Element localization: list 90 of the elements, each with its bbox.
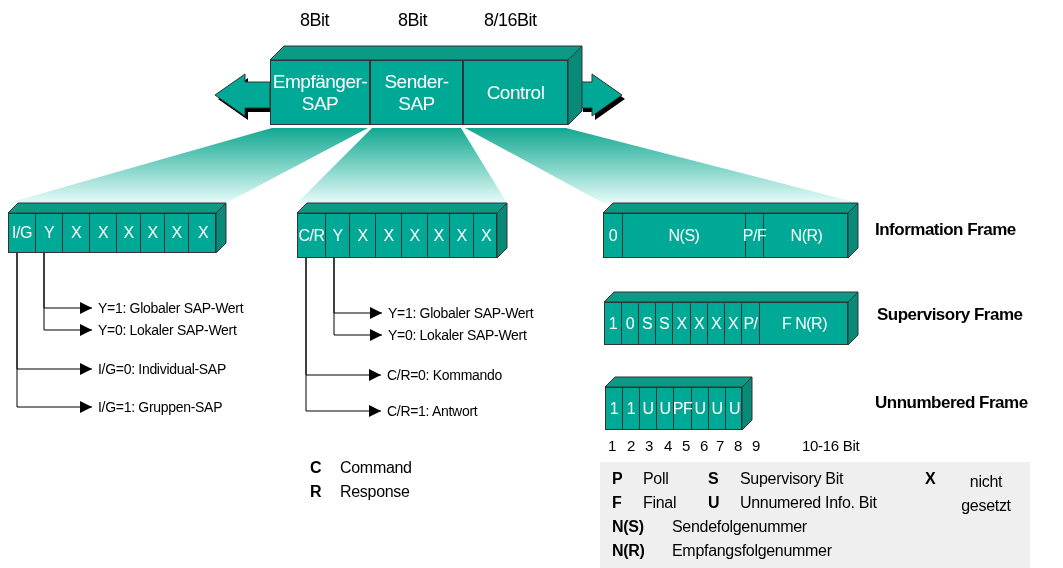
bit-field-cell: U [709,388,726,429]
bit-number: 9 [752,437,761,454]
bit-field-cell: X [691,303,708,344]
bit-number: 4 [664,437,673,454]
bit-field-cell: I/G [9,214,36,252]
legend-text: Empfangsfolgenummer [672,542,832,560]
bit-number: 5 [682,437,691,454]
leader-arrow [16,251,93,413]
legend-key: S [708,470,719,488]
header-field: Control [463,60,568,125]
legend-text: Command [340,459,412,477]
frame-bar [604,302,848,345]
bit-field-cell: X [189,214,217,252]
bit-field-cell: U [692,388,709,429]
bit-value-note: I/G=0: Individual-SAP [98,361,226,377]
frame-type-label: Supervisory Frame [877,305,1023,325]
bit-field-cell: X [474,214,498,257]
bit-field-cell: Y [36,214,63,252]
bit-number: 2 [627,437,636,454]
legend-key: C [310,459,322,477]
legend-key: P [612,470,623,488]
bit-field-cell: U [657,388,674,429]
bit-field-cell: X [450,214,474,257]
bit-value-note: Y=1: Globaler SAP-Wert [98,300,244,316]
bit-field-cell: 0 [622,303,639,344]
bit-field-cell: 1 [606,388,623,429]
bit-field-cell: F N(R) [760,303,849,344]
bit-field-cell: X [117,214,141,252]
bit-width-label: 8/16Bit [484,10,537,31]
legend-text: Sendefolgenummer [672,518,807,536]
legend-key: N(R) [612,542,645,560]
bit-width-label: 8Bit [300,10,330,31]
frame-bar [605,387,742,430]
bit-field-cell: 0 [604,214,623,257]
frame-type-label: Information Frame [875,220,1016,240]
bit-field-cell: U [726,388,743,429]
bit-value-note: C/R=1: Antwort [387,403,478,419]
bit-value-note: C/R=0: Kommando [387,367,502,383]
bit-field-cell: P/F [746,214,764,257]
header-field: Empfänger- SAP [270,60,370,125]
legend-key: R [310,483,322,501]
bit-field-cell: X [63,214,90,252]
bit-field-cell: X [402,214,428,257]
frame-bar [603,213,848,258]
bit-field-cell: X [376,214,402,257]
legend-key: X [925,470,936,488]
bit-field-cell: 1 [605,303,622,344]
bit-number: 1 [608,437,617,454]
bit-value-note: Y=0: Lokaler SAP-Wert [388,327,527,343]
bit-field-cell: X [725,303,742,344]
bit-number: 8 [734,437,743,454]
bit-field-cell: C/R [298,214,326,257]
header-field: Sender- SAP [370,60,463,125]
bit-field-cell: U [640,388,657,429]
bit-field-cell: X [165,214,189,252]
bit-field-cell: X [708,303,725,344]
bit-field-cell: Y [326,214,350,257]
legend-text: Final [643,494,677,512]
bit-value-note: Y=0: Lokaler SAP-Wert [98,322,237,338]
leader-arrow [43,251,93,336]
legend-text: nicht gesetzt [960,472,1012,516]
bit-field-cell: P/ [742,303,760,344]
bit-field-cell: X [141,214,165,252]
bit-field-cell: 1 [623,388,640,429]
bit-field-cell: X [428,214,450,257]
bit-field-cell: PF [674,388,692,429]
legend-text: Poll [643,470,669,488]
bit-number: 10-16 Bit [802,437,860,454]
bit-value-note: I/G=1: Gruppen-SAP [98,399,223,415]
legend-text: Supervisory Bit [740,470,844,488]
bit-number: 6 [700,437,709,454]
bit-field-cell: X [90,214,117,252]
frame-type-label: Unnumbered Frame [875,393,1028,413]
bit-number: 7 [716,437,725,454]
bit-value-note: Y=1: Globaler SAP-Wert [388,305,534,321]
legend-key: F [612,494,622,512]
bit-field-cell: X [673,303,691,344]
bit-field-cell: X [350,214,376,257]
legend-text: Unnumered Info. Bit [740,494,877,512]
leader-arrow [305,256,382,417]
leader-arrow [333,256,383,341]
legend-key: N(S) [612,518,644,536]
frame-bar [8,213,216,253]
bit-width-label: 8Bit [398,10,428,31]
bit-field-cell: S [656,303,673,344]
bit-number: 3 [645,437,654,454]
frame-bar [297,213,497,258]
bit-field-cell: S [639,303,656,344]
legend-text: Response [340,483,410,501]
legend-key: U [708,494,720,512]
